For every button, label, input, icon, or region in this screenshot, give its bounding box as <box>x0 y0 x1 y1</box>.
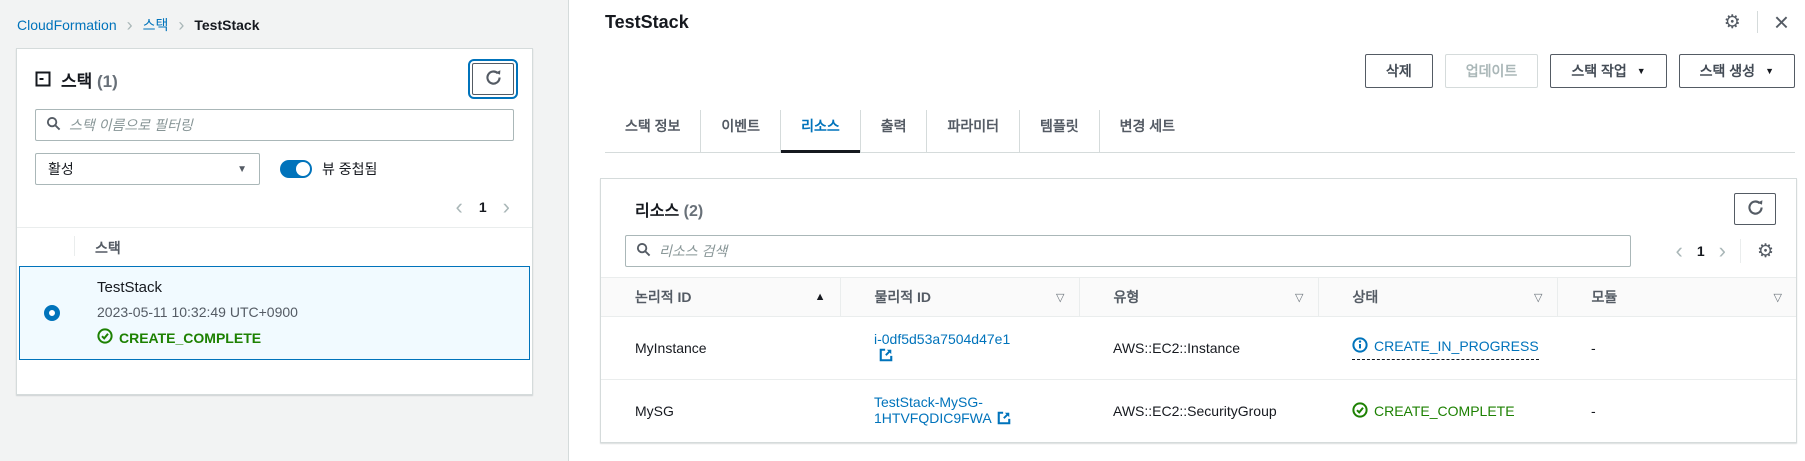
cell-physical-id: TestStack-MySG-1HTVFQDIC9FWA <box>840 379 1079 442</box>
cell-status: CREATE_IN_PROGRESS <box>1318 317 1557 380</box>
stack-actions-toolbar: 삭제 업데이트 스택 작업 ▼ 스택 생성 ▼ <box>569 34 1805 88</box>
stack-status-text: CREATE_COMPLETE <box>119 329 262 346</box>
prev-page-icon[interactable]: ‹ <box>455 194 463 219</box>
refresh-stacks-button[interactable] <box>468 59 518 99</box>
page-number[interactable]: 1 <box>1696 243 1705 259</box>
stack-radio-selected[interactable] <box>44 305 60 321</box>
next-page-icon[interactable]: › <box>1718 238 1726 263</box>
sort-icon[interactable]: ▽ <box>1773 291 1782 304</box>
tab-events[interactable]: 이벤트 <box>700 110 780 152</box>
table-row: MyInstance i-0df5d53a7504d47e1 AWS::EC2:… <box>601 317 1796 380</box>
stacks-panel: 스택 (1) 활성 ▼ 뷰 중첩됨 ‹ <box>16 48 533 395</box>
tab-resources[interactable]: 리소스 <box>780 110 860 153</box>
resources-title: 리소스 (2) <box>635 203 704 220</box>
sort-ascending-icon[interactable]: ▲ <box>814 291 826 303</box>
column-header-status[interactable]: 상태▽ <box>1317 277 1557 317</box>
collapse-panel-icon[interactable] <box>35 71 51 87</box>
caret-down-icon: ▼ <box>1636 66 1646 76</box>
delete-button[interactable]: 삭제 <box>1365 54 1433 88</box>
info-circle-icon <box>1352 336 1368 356</box>
refresh-icon <box>1747 199 1764 219</box>
resources-count: (2) <box>683 203 704 220</box>
status-in-progress-popover-trigger[interactable]: CREATE_IN_PROGRESS <box>1352 336 1539 360</box>
tab-change-sets[interactable]: 변경 세트 <box>1098 110 1195 152</box>
search-icon <box>636 242 651 260</box>
cell-logical-id: MySG <box>601 379 840 442</box>
panel-settings-gear-icon[interactable]: ⚙ <box>1723 11 1741 33</box>
column-header-logical-id[interactable]: 논리적 ID▲ <box>601 277 840 317</box>
divider <box>17 227 532 228</box>
stack-list-item[interactable]: TestStack 2023-05-11 10:32:49 UTC+0900 C… <box>19 266 530 360</box>
breadcrumb: CloudFormation › 스택 › TestStack <box>0 0 568 35</box>
sort-icon[interactable]: ▽ <box>1534 291 1543 304</box>
stacks-filter-input[interactable] <box>69 117 503 133</box>
resources-search-input[interactable] <box>659 243 1620 259</box>
physical-id-link[interactable]: TestStack-MySG-1HTVFQDIC9FWA <box>874 394 1011 426</box>
tab-stack-info[interactable]: 스택 정보 <box>625 118 681 134</box>
search-icon <box>46 116 61 134</box>
tab-parameters[interactable]: 파라미터 <box>926 110 1019 152</box>
sort-icon[interactable]: ▽ <box>1295 291 1304 304</box>
divider <box>1756 11 1758 33</box>
split-panel-divider[interactable] <box>568 0 569 461</box>
breadcrumb-cloudformation[interactable]: CloudFormation <box>17 17 117 33</box>
close-panel-icon[interactable]: × <box>1773 7 1789 37</box>
sort-icon[interactable]: ▽ <box>1056 291 1065 304</box>
page-number[interactable]: 1 <box>478 199 487 215</box>
breadcrumb-stacks[interactable]: 스택 <box>142 17 169 33</box>
cell-type: AWS::EC2::SecurityGroup <box>1079 379 1318 442</box>
update-button[interactable]: 업데이트 <box>1444 54 1539 88</box>
caret-down-icon: ▼ <box>237 163 247 175</box>
cell-module: - <box>1591 340 1596 356</box>
stack-name[interactable]: TestStack <box>97 279 163 296</box>
physical-id-link[interactable]: i-0df5d53a7504d47e1 <box>874 331 1010 363</box>
column-header-module[interactable]: 모듈▽ <box>1556 277 1796 317</box>
detail-tabs: 스택 정보 이벤트 리소스 출력 파라미터 템플릿 변경 세트 <box>605 110 1795 153</box>
breadcrumb-current: TestStack <box>194 17 260 33</box>
cell-logical-id: MyInstance <box>635 340 707 356</box>
cell-type: AWS::EC2::Instance <box>1113 340 1241 356</box>
table-preferences-gear-icon[interactable]: ⚙ <box>1756 240 1774 262</box>
stack-detail-panel: TestStack ⚙ × 삭제 업데이트 스택 작업 ▼ 스택 생성 ▼ 스택… <box>569 0 1805 461</box>
external-link-icon <box>997 411 1011 428</box>
create-stack-dropdown-button[interactable]: 스택 생성 ▼ <box>1678 54 1795 88</box>
stacks-count: (1) <box>97 71 118 91</box>
nested-view-toggle[interactable]: 뷰 중첩됨 <box>280 159 377 179</box>
stack-status-filter-select[interactable]: 활성 ▼ <box>35 153 260 185</box>
page-title: TestStack <box>605 12 689 32</box>
stacks-list-header: 스택 <box>17 228 532 266</box>
refresh-resources-button[interactable] <box>1734 193 1776 225</box>
nested-view-toggle-label: 뷰 중첩됨 <box>322 161 378 177</box>
caret-down-icon: ▼ <box>1765 66 1774 76</box>
next-page-icon[interactable]: › <box>502 194 510 219</box>
stacks-panel-title: 스택 (1) <box>61 71 118 91</box>
stacks-pagination: ‹ 1 › <box>17 194 510 219</box>
divider <box>1739 239 1741 263</box>
check-circle-icon <box>97 328 113 347</box>
column-header-physical-id[interactable]: 물리적 ID▽ <box>839 277 1079 317</box>
cell-physical-id: i-0df5d53a7504d47e1 <box>840 317 1079 380</box>
stacks-filter <box>35 109 514 141</box>
external-link-icon <box>879 348 893 365</box>
cell-module: - <box>1557 379 1796 442</box>
stack-created-time: 2023-05-11 10:32:49 UTC+0900 <box>97 304 298 320</box>
tab-template[interactable]: 템플릿 <box>1019 110 1099 152</box>
check-circle-icon <box>1352 401 1368 421</box>
stack-actions-dropdown-button[interactable]: 스택 작업 ▼ <box>1550 54 1667 88</box>
column-header-type[interactable]: 유형▽ <box>1078 277 1318 317</box>
breadcrumb-separator-icon: › <box>126 15 133 35</box>
refresh-icon <box>485 69 502 89</box>
resources-panel: 리소스 (2) ‹ 1 › ⚙ <box>600 178 1797 443</box>
status-complete: CREATE_COMPLETE <box>1352 401 1515 421</box>
tab-outputs[interactable]: 출력 <box>859 110 927 152</box>
prev-page-icon[interactable]: ‹ <box>1675 238 1683 263</box>
resources-table: 논리적 ID▲ 물리적 ID▽ 유형▽ 상태▽ 모듈▽ <box>601 277 1796 442</box>
stacks-sidebar: CloudFormation › 스택 › TestStack 스택 (1) <box>0 0 568 461</box>
toggle-on-icon[interactable] <box>280 160 312 178</box>
table-row: MySG TestStack-MySG-1HTVFQDIC9FWA AWS::E… <box>601 379 1796 442</box>
cell-status: CREATE_COMPLETE <box>1318 379 1557 442</box>
resources-search <box>625 235 1631 267</box>
breadcrumb-separator-icon: › <box>178 15 185 35</box>
